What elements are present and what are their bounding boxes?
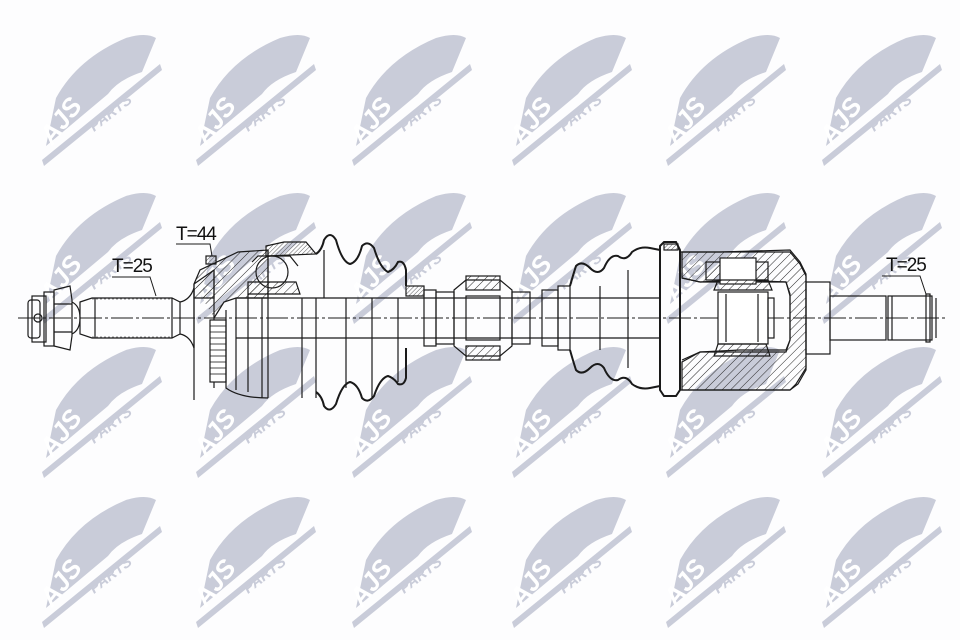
label-right-spline: T=25 — [886, 255, 926, 276]
right-boot — [569, 246, 661, 390]
outer-cv-housing — [193, 241, 325, 400]
label-abs-ring: T=44 — [176, 224, 217, 245]
damper — [435, 275, 571, 361]
leader-lines — [112, 243, 927, 297]
inner-tripod-housing — [659, 241, 807, 397]
right-stub-shaft — [805, 281, 937, 355]
left-boot — [315, 234, 425, 411]
left-spline-stub — [79, 287, 195, 349]
left-nut — [27, 285, 81, 351]
label-left-spline: T=25 — [112, 256, 152, 277]
